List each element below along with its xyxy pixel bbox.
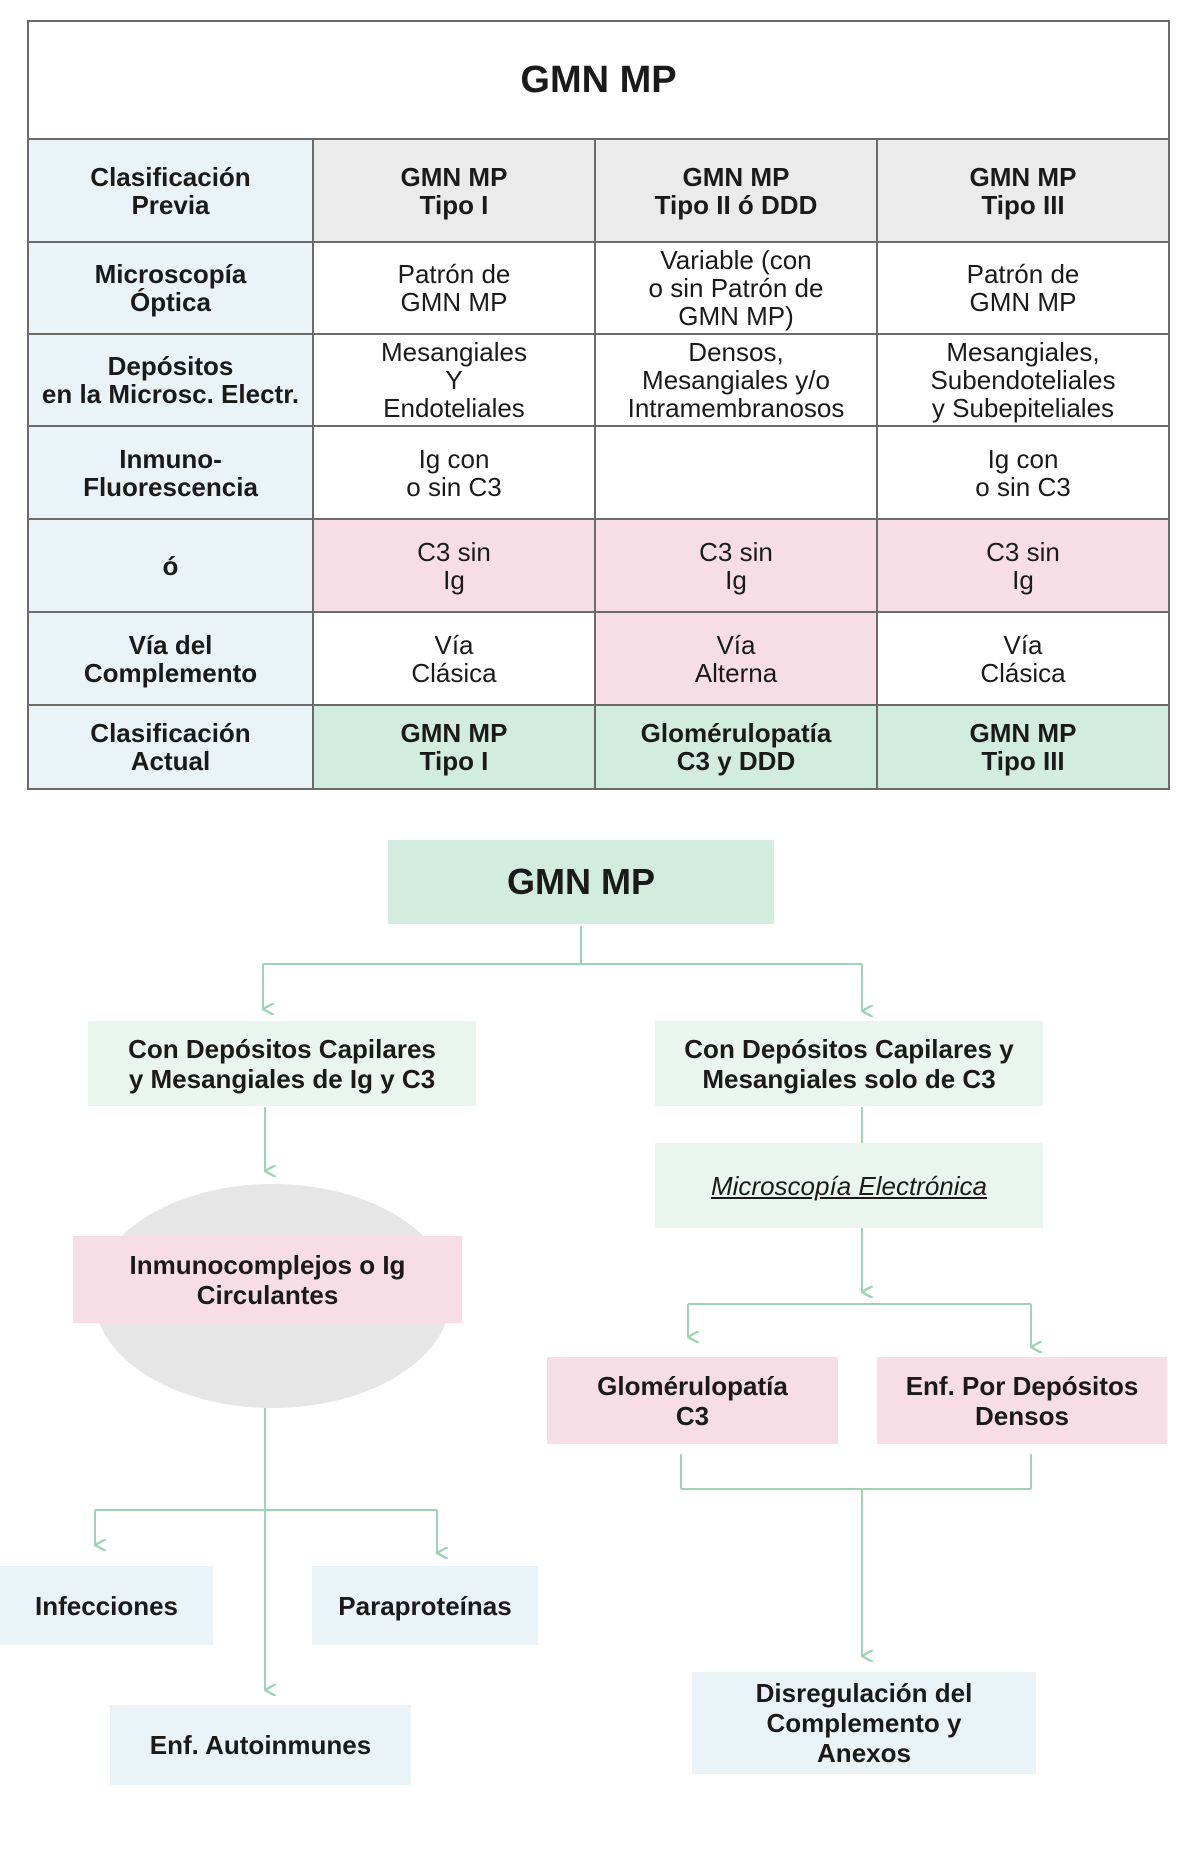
table-cell: Ig con o sin C3 <box>314 427 596 518</box>
table-row: Inmuno- Fluorescencia Ig con o sin C3 Ig… <box>29 427 1168 520</box>
flow-root: GMN MP <box>388 840 774 924</box>
row-label: ó <box>29 520 314 611</box>
table-cell: C3 sin Ig <box>596 520 878 611</box>
table-cell: Mesangiales Y Endoteliales <box>314 335 596 425</box>
table-row: Vía del Complemento Vía Clásica Vía Alte… <box>29 613 1168 706</box>
table-row: ó C3 sin Ig C3 sin Ig C3 sin Ig <box>29 520 1168 613</box>
table-cell: Patrón de GMN MP <box>314 243 596 333</box>
table-cell: GMN MP Tipo I <box>314 140 596 241</box>
table-cell: Densos, Mesangiales y/o Intramembranosos <box>596 335 878 425</box>
table-cell: Vía Alterna <box>596 613 878 704</box>
flow-left-branch: Con Depósitos Capilares y Mesangiales de… <box>88 1021 476 1106</box>
row-label: Microscopía Óptica <box>29 243 314 333</box>
flow-autoinmunes: Enf. Autoinmunes <box>110 1705 411 1785</box>
flow-paraproteinas: Paraproteínas <box>312 1566 538 1645</box>
table-title: GMN MP <box>29 22 1168 140</box>
flow-right-branch: Con Depósitos Capilares y Mesangiales so… <box>655 1021 1043 1106</box>
flow-microscopy: Microscopía Electrónica <box>655 1143 1043 1228</box>
flow-infecciones: Infecciones <box>0 1566 213 1645</box>
row-label: Clasificación Actual <box>29 706 314 788</box>
flow-disregulacion: Disregulación del Complemento y Anexos <box>692 1672 1036 1774</box>
table-cell: Vía Clásica <box>980 629 1066 688</box>
table-cell: Glomérulopatía C3 y DDD <box>596 706 878 788</box>
row-label: Inmuno- Fluorescencia <box>29 427 314 518</box>
table-cell: GMN MP Tipo III <box>878 140 1168 241</box>
comparison-table: GMN MP Clasificación Previa GMN MP Tipo … <box>27 20 1170 790</box>
table-cell: Vía Clásica <box>314 613 596 704</box>
table-cell: C3 sin Ig <box>314 520 596 611</box>
row-label: Clasificación Previa <box>29 140 314 241</box>
table-cell: Patrón de GMN MP <box>966 259 1080 317</box>
table-cell <box>596 427 878 518</box>
table-row: Depósitos en la Microsc. Electr. Mesangi… <box>29 335 1168 427</box>
flow-glomerulopatia: Glomérulopatía C3 <box>547 1357 838 1444</box>
flow-immuno: Inmunocomplejos o Ig Circulantes <box>73 1236 462 1323</box>
table-cell: C3 sin Ig <box>878 520 1168 611</box>
table-cell: GMN MP Tipo III <box>878 706 1168 788</box>
table-cell: GMN MP Tipo I <box>314 706 596 788</box>
flow-densos: Enf. Por Depósitos Densos <box>877 1357 1167 1444</box>
table-row: Microscopía Óptica Patrón de GMN MP Vari… <box>29 243 1168 335</box>
table-row: Clasificación Actual GMN MP Tipo I Glomé… <box>29 706 1168 788</box>
table-row: Clasificación Previa GMN MP Tipo I GMN M… <box>29 140 1168 243</box>
table-cell: Ig con o sin C3 <box>975 443 1071 502</box>
table-cell: Mesangiales, Subendoteliales y Subepitel… <box>930 337 1116 423</box>
row-label: Depósitos en la Microsc. Electr. <box>29 335 314 425</box>
table-cell: GMN MP Tipo II ó DDD <box>596 140 878 241</box>
row-label: Vía del Complemento <box>29 613 314 704</box>
table-cell: Variable (con o sin Patrón de GMN MP) <box>596 243 878 333</box>
